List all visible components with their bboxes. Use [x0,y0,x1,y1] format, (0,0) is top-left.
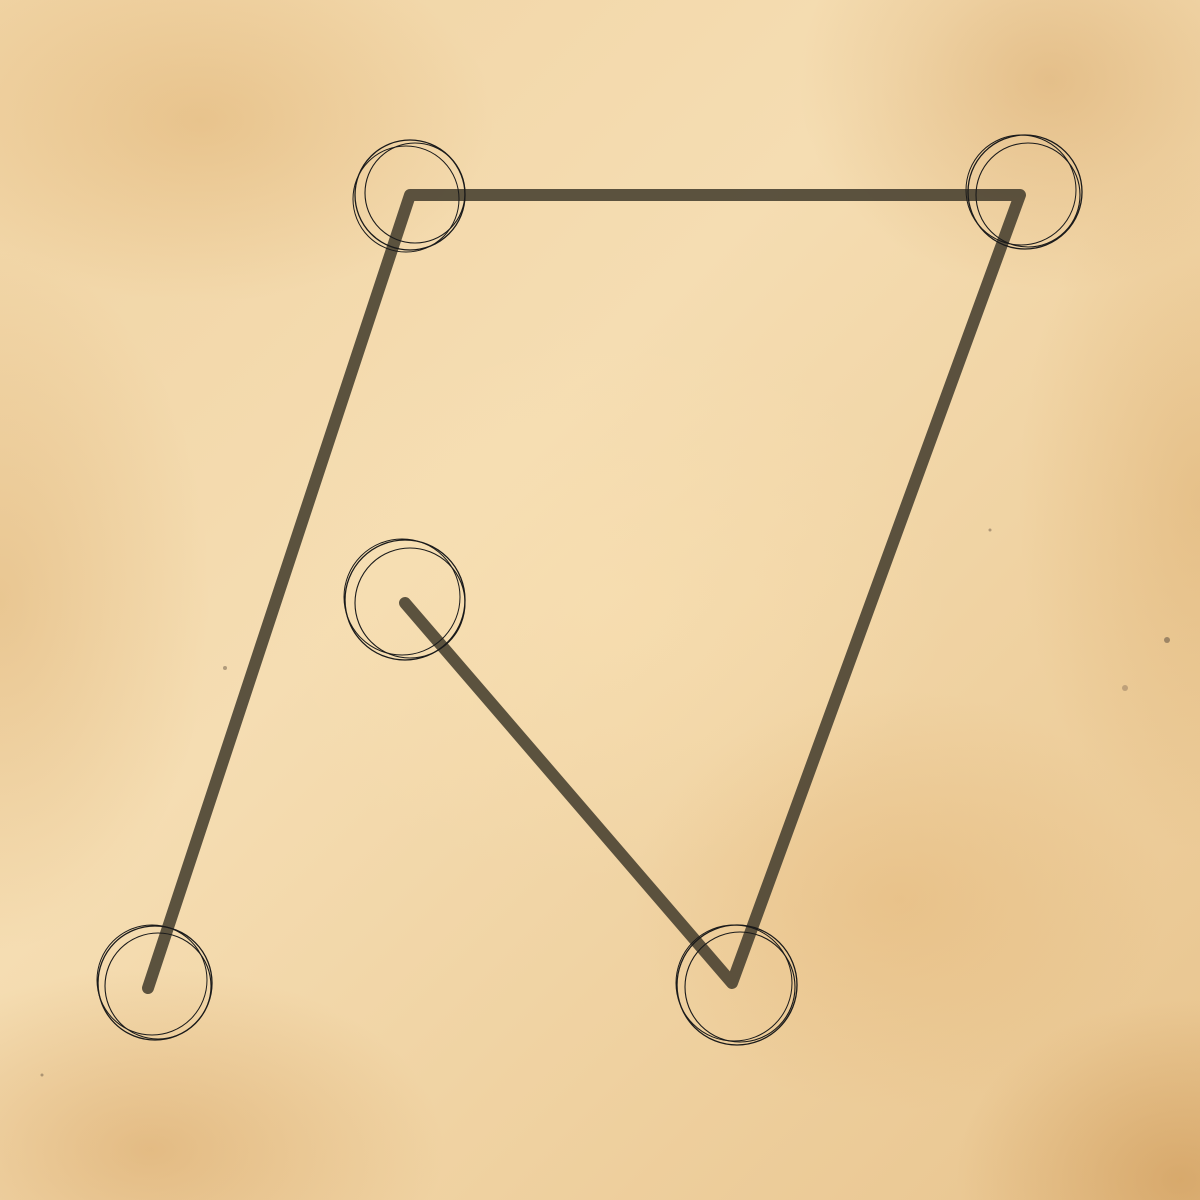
node-bottom-left[interactable] [96,924,213,1041]
node-top-left[interactable] [352,139,466,253]
node-bottom-middle[interactable] [675,924,798,1046]
paper-specks [40,528,1170,1077]
drawn-path-line [142,189,1026,994]
node-center[interactable] [343,538,466,661]
node-top-right[interactable] [965,134,1083,250]
